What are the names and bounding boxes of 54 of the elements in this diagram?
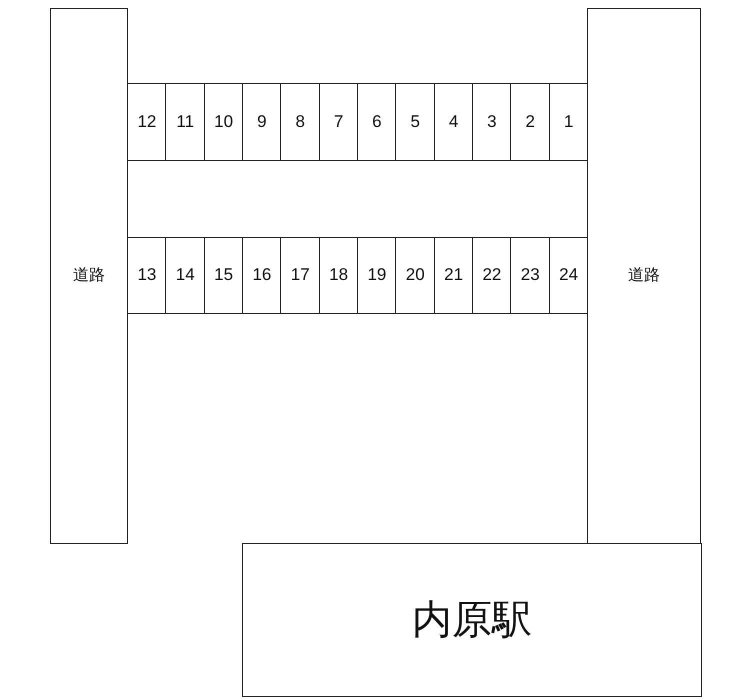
parking-space (165, 83, 206, 161)
space-number: 9 (257, 112, 267, 132)
parking-space (357, 83, 397, 161)
space-number: 10 (214, 112, 234, 132)
space-number: 3 (487, 112, 497, 132)
space-number: 21 (444, 266, 464, 285)
space-number: 18 (329, 266, 348, 285)
road-strip (587, 8, 701, 544)
parking-space (280, 83, 320, 161)
parking-space (204, 237, 244, 314)
space-number: 13 (137, 266, 156, 285)
parking-space (280, 237, 320, 314)
space-number: 14 (176, 266, 195, 285)
parking-space (318, 237, 358, 314)
space-number: 22 (482, 266, 502, 285)
space-number: 5 (410, 112, 420, 132)
space-number: 15 (214, 266, 234, 285)
space-number: 2 (526, 112, 535, 132)
space-number: 12 (137, 112, 156, 132)
parking-space (472, 83, 512, 161)
parking-space (165, 237, 206, 314)
parking-space (510, 83, 550, 161)
parking-space (242, 83, 282, 161)
parking-space (318, 83, 358, 161)
space-number: 24 (559, 266, 578, 285)
road-label: 道路 (628, 267, 660, 285)
parking-space (127, 237, 167, 314)
parking-space (204, 83, 244, 161)
space-number: 23 (520, 266, 540, 285)
parking-space (548, 83, 588, 161)
station-name: 内原駅 (412, 598, 532, 642)
parking-space (357, 237, 397, 314)
parking-space (127, 83, 167, 161)
space-number: 1 (564, 112, 574, 132)
road-strip (50, 8, 128, 544)
station-building (242, 543, 702, 697)
space-number: 11 (176, 112, 194, 132)
parking-space (510, 237, 550, 314)
space-number: 7 (334, 112, 344, 132)
space-number: 6 (372, 112, 382, 132)
parking-space (395, 237, 436, 314)
parking-space (242, 237, 282, 314)
space-number: 4 (448, 112, 458, 132)
space-number: 16 (252, 266, 272, 285)
parking-space (472, 237, 512, 314)
space-number: 17 (290, 266, 310, 285)
parking-space (548, 237, 588, 314)
road-label: 道路 (73, 267, 105, 285)
parking-space (395, 83, 436, 161)
space-number: 20 (406, 266, 425, 285)
space-number: 19 (367, 266, 386, 285)
parking-space (434, 83, 474, 161)
space-number: 8 (296, 112, 305, 132)
parking-space (434, 237, 474, 314)
